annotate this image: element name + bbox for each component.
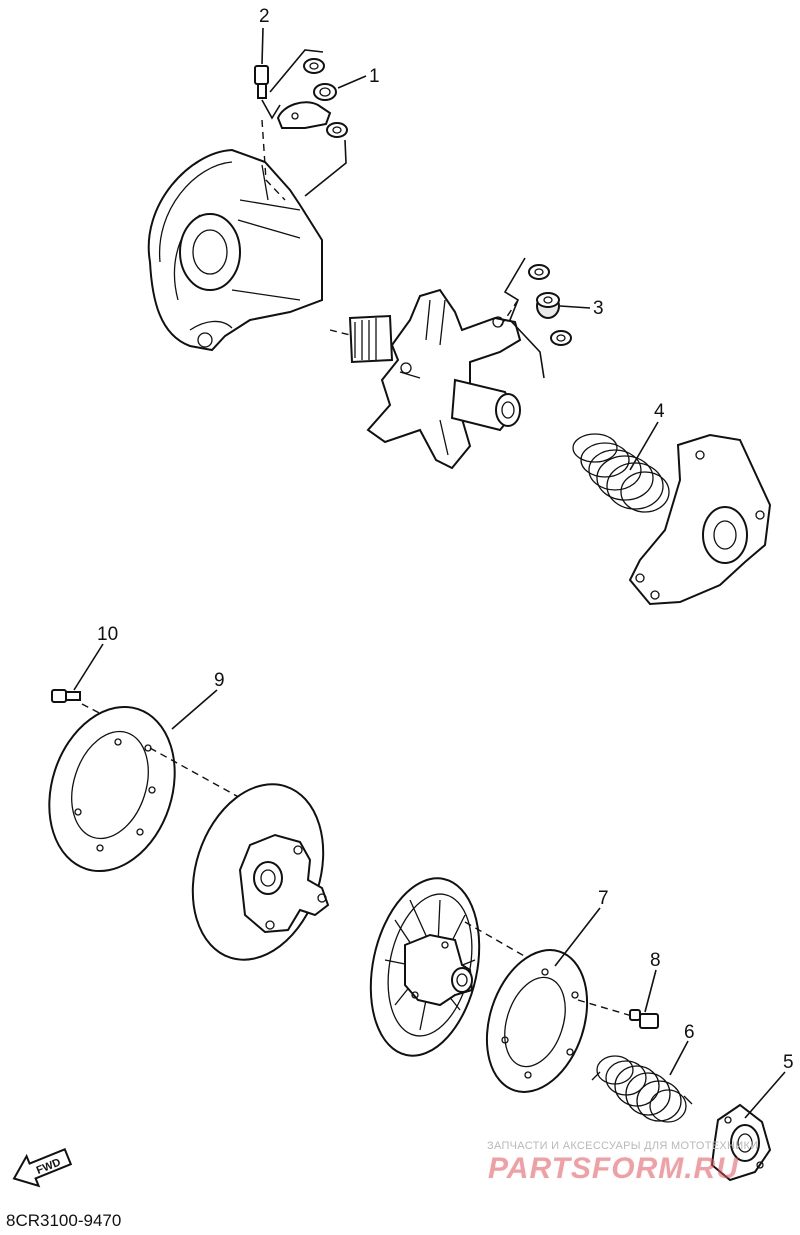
- watermark-logo: PARTSFORM.RU: [488, 1152, 739, 1185]
- watermark-caption: ЗАПЧАСТИ И АКСЕССУАРЫ ДЛЯ МОТОТЕХНИКИ: [487, 1140, 759, 1152]
- callout-1: 1: [369, 66, 380, 87]
- callout-3: 3: [593, 298, 604, 319]
- torsion-spring-6: [591, 1055, 693, 1123]
- sheave-plate-7: [485, 949, 589, 1093]
- secondary-sheave-fixed: [191, 783, 330, 961]
- callout-10: 10: [97, 624, 118, 645]
- secondary-sheave-movable: [369, 877, 481, 1057]
- spring-seat-cam-5: [710, 1103, 772, 1182]
- callout-4: 4: [654, 401, 665, 422]
- slider-bushing-parts: [528, 264, 572, 346]
- sheave-plate-9: [48, 705, 176, 873]
- compression-spring-4: [572, 433, 670, 513]
- diagram-code: 8CR3100-9470: [6, 1211, 122, 1230]
- bolt-10: [51, 689, 81, 703]
- weight-arm-parts: [254, 58, 348, 138]
- spider-hub: [348, 288, 522, 470]
- callout-5: 5: [783, 1052, 794, 1073]
- primary-sheave-housing: [147, 148, 323, 352]
- spider-cover: [628, 433, 772, 606]
- callout-6: 6: [684, 1022, 695, 1043]
- callout-9: 9: [214, 670, 225, 691]
- callout-8: 8: [650, 950, 661, 971]
- fwd-arrow-icon: FWD: [12, 1148, 73, 1188]
- bolt-8: [629, 1009, 659, 1029]
- callout-7: 7: [598, 888, 609, 909]
- callout-2: 2: [259, 6, 270, 27]
